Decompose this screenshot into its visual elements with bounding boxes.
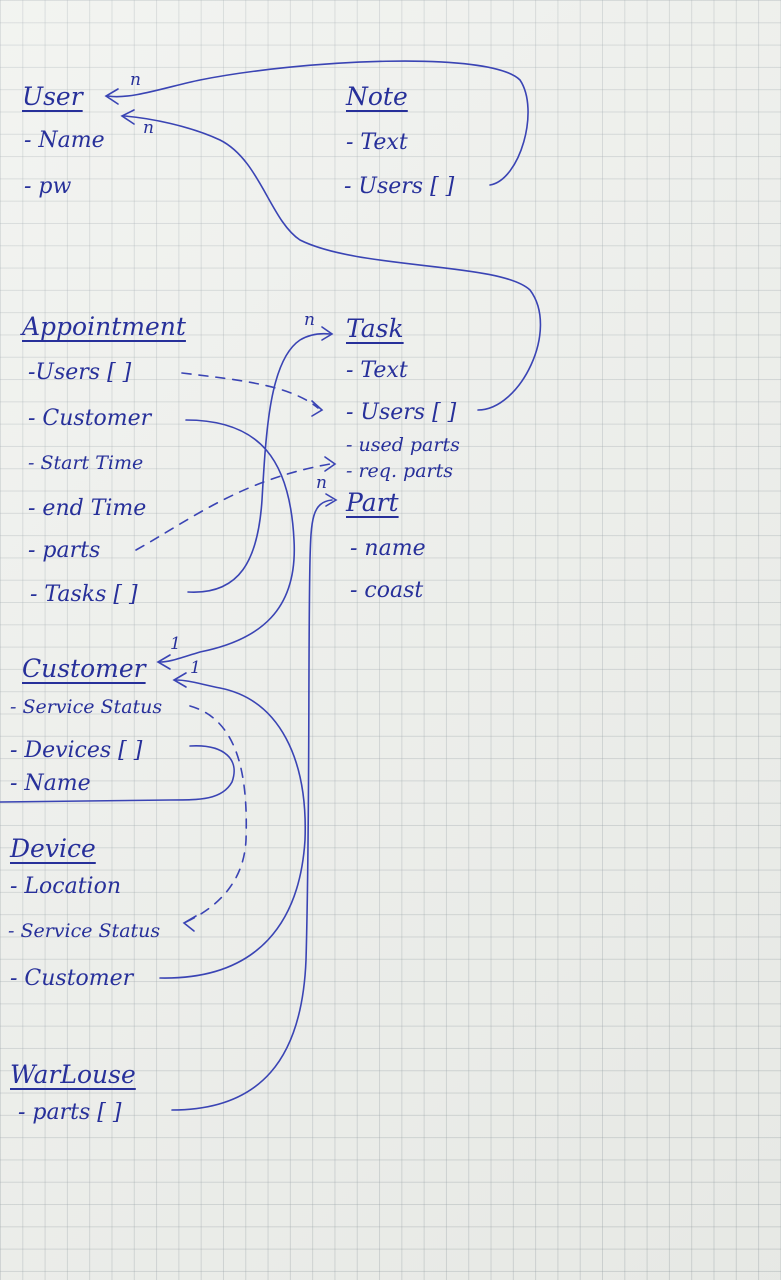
arrowhead-task: [321, 326, 334, 341]
link-appointment-tasks-to-task: [187, 332, 331, 593]
arrowhead-user-top: [104, 88, 119, 105]
field-warehouse-parts: - parts [ ]: [18, 1100, 122, 1125]
link-task-users-to-user: [123, 115, 542, 411]
entity-title-customer: Customer: [22, 654, 146, 683]
multiplicity-user-task: n: [143, 118, 154, 138]
link-appointment-parts-to-task-parts: [135, 463, 331, 551]
link-appointment-users-to-task-users: [181, 372, 319, 409]
link-appointment-customer-to-customer: [159, 419, 296, 663]
field-task-used-parts: - used parts: [346, 434, 460, 456]
link-note-users-to-user: [107, 60, 529, 186]
entity-title-user: User: [22, 82, 83, 111]
field-part-coast: - coast: [350, 578, 424, 603]
arrowhead-customer-bottom: [172, 672, 187, 688]
link-warehouse-parts-to-part: [171, 499, 333, 1111]
field-device-location: - Location: [10, 874, 122, 899]
field-appointment-tasks: - Tasks [ ]: [30, 582, 138, 607]
arrowhead-device-status: [182, 915, 197, 932]
entity-title-warehouse: WarLouse: [10, 1060, 136, 1089]
field-appointment-users: -Users [ ]: [28, 360, 132, 385]
multiplicity-task-appointment: n: [304, 310, 315, 330]
multiplicity-customer-appointment: 1: [170, 634, 181, 654]
field-user-pw: - pw: [24, 174, 72, 199]
multiplicity-customer-device: 1: [190, 658, 201, 678]
field-device-customer: - Customer: [10, 966, 134, 991]
entity-title-note: Note: [346, 82, 408, 111]
multiplicity-part-task: n: [316, 473, 327, 493]
field-appointment-customer: - Customer: [28, 406, 152, 431]
field-customer-devices: - Devices [ ]: [10, 738, 143, 763]
field-appointment-end-time: - end Time: [28, 496, 147, 521]
arrowhead-part: [325, 493, 338, 507]
field-part-name: - name: [350, 536, 426, 561]
multiplicity-user-note: n: [130, 70, 141, 90]
field-task-users: - Users [ ]: [346, 400, 457, 425]
field-task-text: - Text: [346, 358, 408, 383]
field-customer-service-status: - Service Status: [10, 696, 163, 718]
arrowhead-customer-top: [156, 654, 171, 670]
field-device-service-status: - Service Status: [8, 920, 161, 942]
field-appointment-start-time: - Start Time: [28, 452, 144, 474]
arrowhead-task-reqparts: [324, 456, 337, 472]
field-user-name: - Name: [24, 128, 105, 153]
entity-title-task: Task: [346, 314, 404, 343]
entity-title-device: Device: [10, 834, 96, 863]
field-note-text: - Text: [346, 130, 408, 155]
arrowhead-task-users: [311, 400, 324, 417]
field-appointment-parts: - parts: [28, 538, 101, 563]
entity-title-appointment: Appointment: [22, 312, 186, 341]
field-task-req-parts: - req. parts: [346, 460, 453, 482]
field-customer-name: - Name: [10, 771, 91, 796]
arrowhead-user-bottom: [120, 109, 135, 125]
link-device-customer-to-customer: [159, 679, 306, 979]
entity-title-part: Part: [346, 488, 399, 517]
field-note-users: - Users [ ]: [344, 174, 455, 199]
link-customer-status-to-device-status: [185, 705, 248, 923]
link-customer-devices-to-device: [0, 745, 235, 803]
